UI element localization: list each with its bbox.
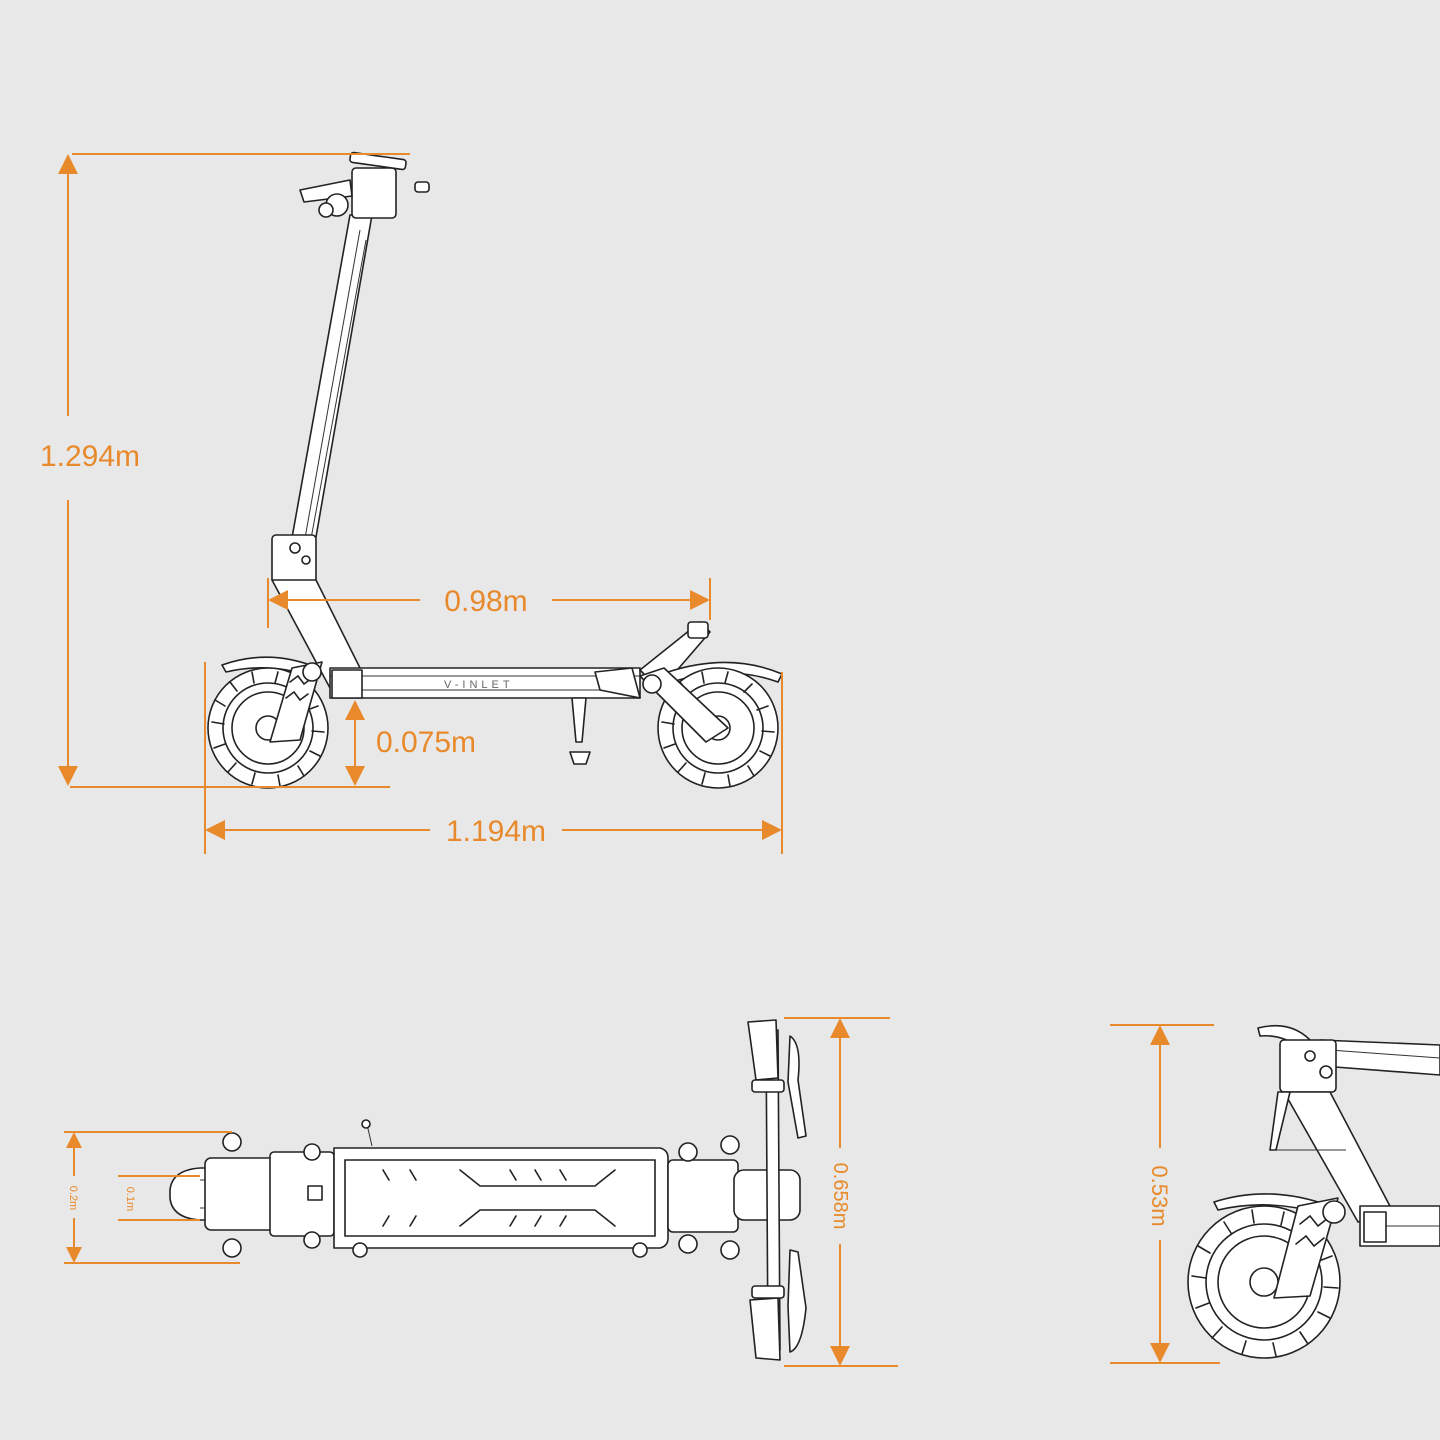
dim-handlebar-width: 0.658m — [784, 1017, 898, 1367]
label-wheel-width: 0.1m — [124, 1187, 136, 1211]
top-view-scooter — [169, 1019, 807, 1361]
label-deck-width: 0.2m — [67, 1186, 79, 1210]
top-brake-lower — [787, 1249, 807, 1353]
dim-folded-height: 0.53m — [1110, 1024, 1220, 1364]
kickstand — [571, 697, 587, 743]
label-total-height: 1.294m — [40, 440, 140, 473]
folded-stem — [1319, 1039, 1440, 1076]
label-deck-length: 0.98m — [444, 585, 527, 618]
label-folded-height: 0.53m — [1147, 1165, 1172, 1226]
side-view-scooter: V-INLET — [207, 151, 783, 789]
top-grip-upper — [747, 1019, 779, 1081]
folded-view-scooter — [1187, 1024, 1440, 1359]
label-ground-clearance: 0.075m — [376, 726, 476, 759]
dim-deck-length: 0.98m — [267, 578, 711, 628]
label-total-length: 1.194m — [446, 815, 546, 848]
dim-total-height: 1.294m — [40, 153, 410, 788]
label-handlebar-width: 0.658m — [829, 1163, 851, 1230]
steering-stem — [287, 214, 373, 561]
dim-wheel-width: 0.1m — [118, 1175, 200, 1221]
deck-brand-text: V-INLET — [444, 679, 514, 691]
dim-total-length: 1.194m — [204, 662, 783, 854]
top-deck — [333, 1147, 669, 1249]
handlebar-head — [351, 167, 397, 219]
top-grip-lower — [749, 1297, 781, 1361]
dim-deck-width: 0.2m — [64, 1131, 240, 1264]
dim-ground-clearance: 0.075m — [345, 700, 476, 786]
top-brake-upper — [787, 1035, 807, 1139]
rear-suspension — [639, 667, 729, 743]
